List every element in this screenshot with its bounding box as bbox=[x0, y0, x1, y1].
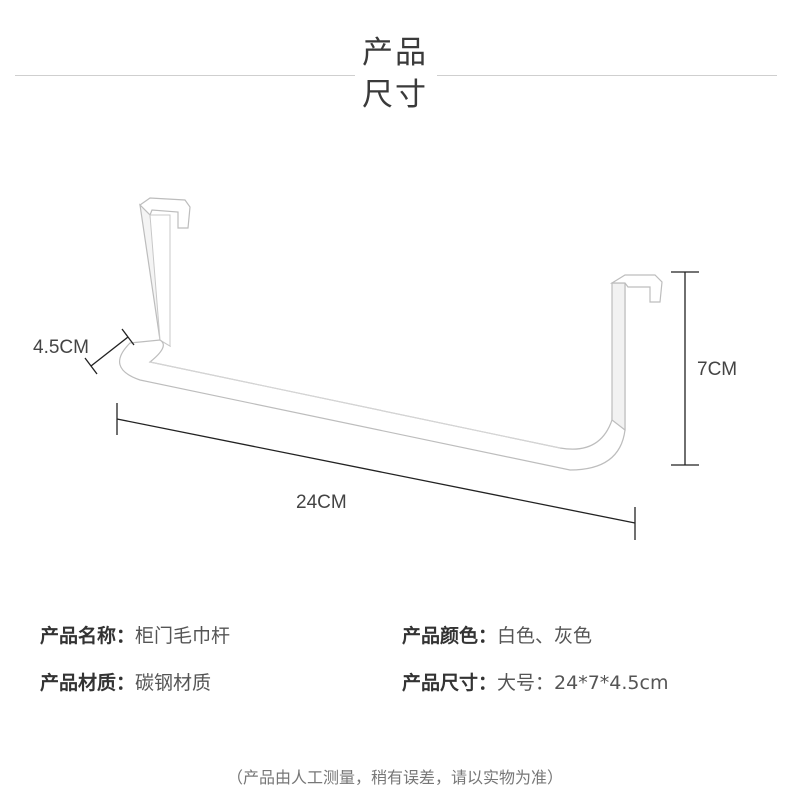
left-hook bbox=[139, 197, 191, 229]
depth-label: 4.5CM bbox=[33, 337, 89, 358]
spec-color-key: 产品颜色： bbox=[402, 625, 498, 647]
section-title-line2: 尺寸 bbox=[362, 77, 428, 113]
spec-size-key: 产品尺寸： bbox=[402, 672, 498, 694]
length-label: 24CM bbox=[296, 492, 347, 513]
section-title-line1: 产品 bbox=[362, 35, 428, 71]
header-divider-left bbox=[15, 75, 355, 76]
towel-rack-illustration bbox=[84, 197, 699, 540]
spec-product-material: 产品材质：碳钢材质 bbox=[40, 674, 211, 693]
spec-name-value: 柜门毛巾杆 bbox=[135, 625, 231, 647]
bottom-bar bbox=[119, 282, 626, 471]
spec-material-value: 碳钢材质 bbox=[135, 672, 212, 694]
spec-size-value: 大号：24*7*4.5cm bbox=[497, 672, 669, 694]
spec-product-color: 产品颜色：白色、灰色 bbox=[402, 627, 592, 646]
right-hook bbox=[609, 274, 663, 303]
spec-product-size: 产品尺寸：大号：24*7*4.5cm bbox=[402, 674, 668, 693]
spec-name-key: 产品名称： bbox=[40, 625, 136, 647]
spec-material-key: 产品材质： bbox=[40, 672, 136, 694]
measurement-note: （产品由人工测量，稍有误差，请以实物为准） bbox=[226, 768, 563, 787]
height-dimension bbox=[671, 271, 699, 466]
spec-color-value: 白色、灰色 bbox=[497, 625, 593, 647]
header-divider-right bbox=[437, 75, 777, 76]
depth-dimension bbox=[84, 328, 135, 375]
right-arm bbox=[611, 282, 626, 432]
height-label: 7CM bbox=[697, 359, 738, 380]
spec-product-name: 产品名称：柜门毛巾杆 bbox=[40, 627, 230, 646]
length-dimension bbox=[116, 403, 636, 540]
